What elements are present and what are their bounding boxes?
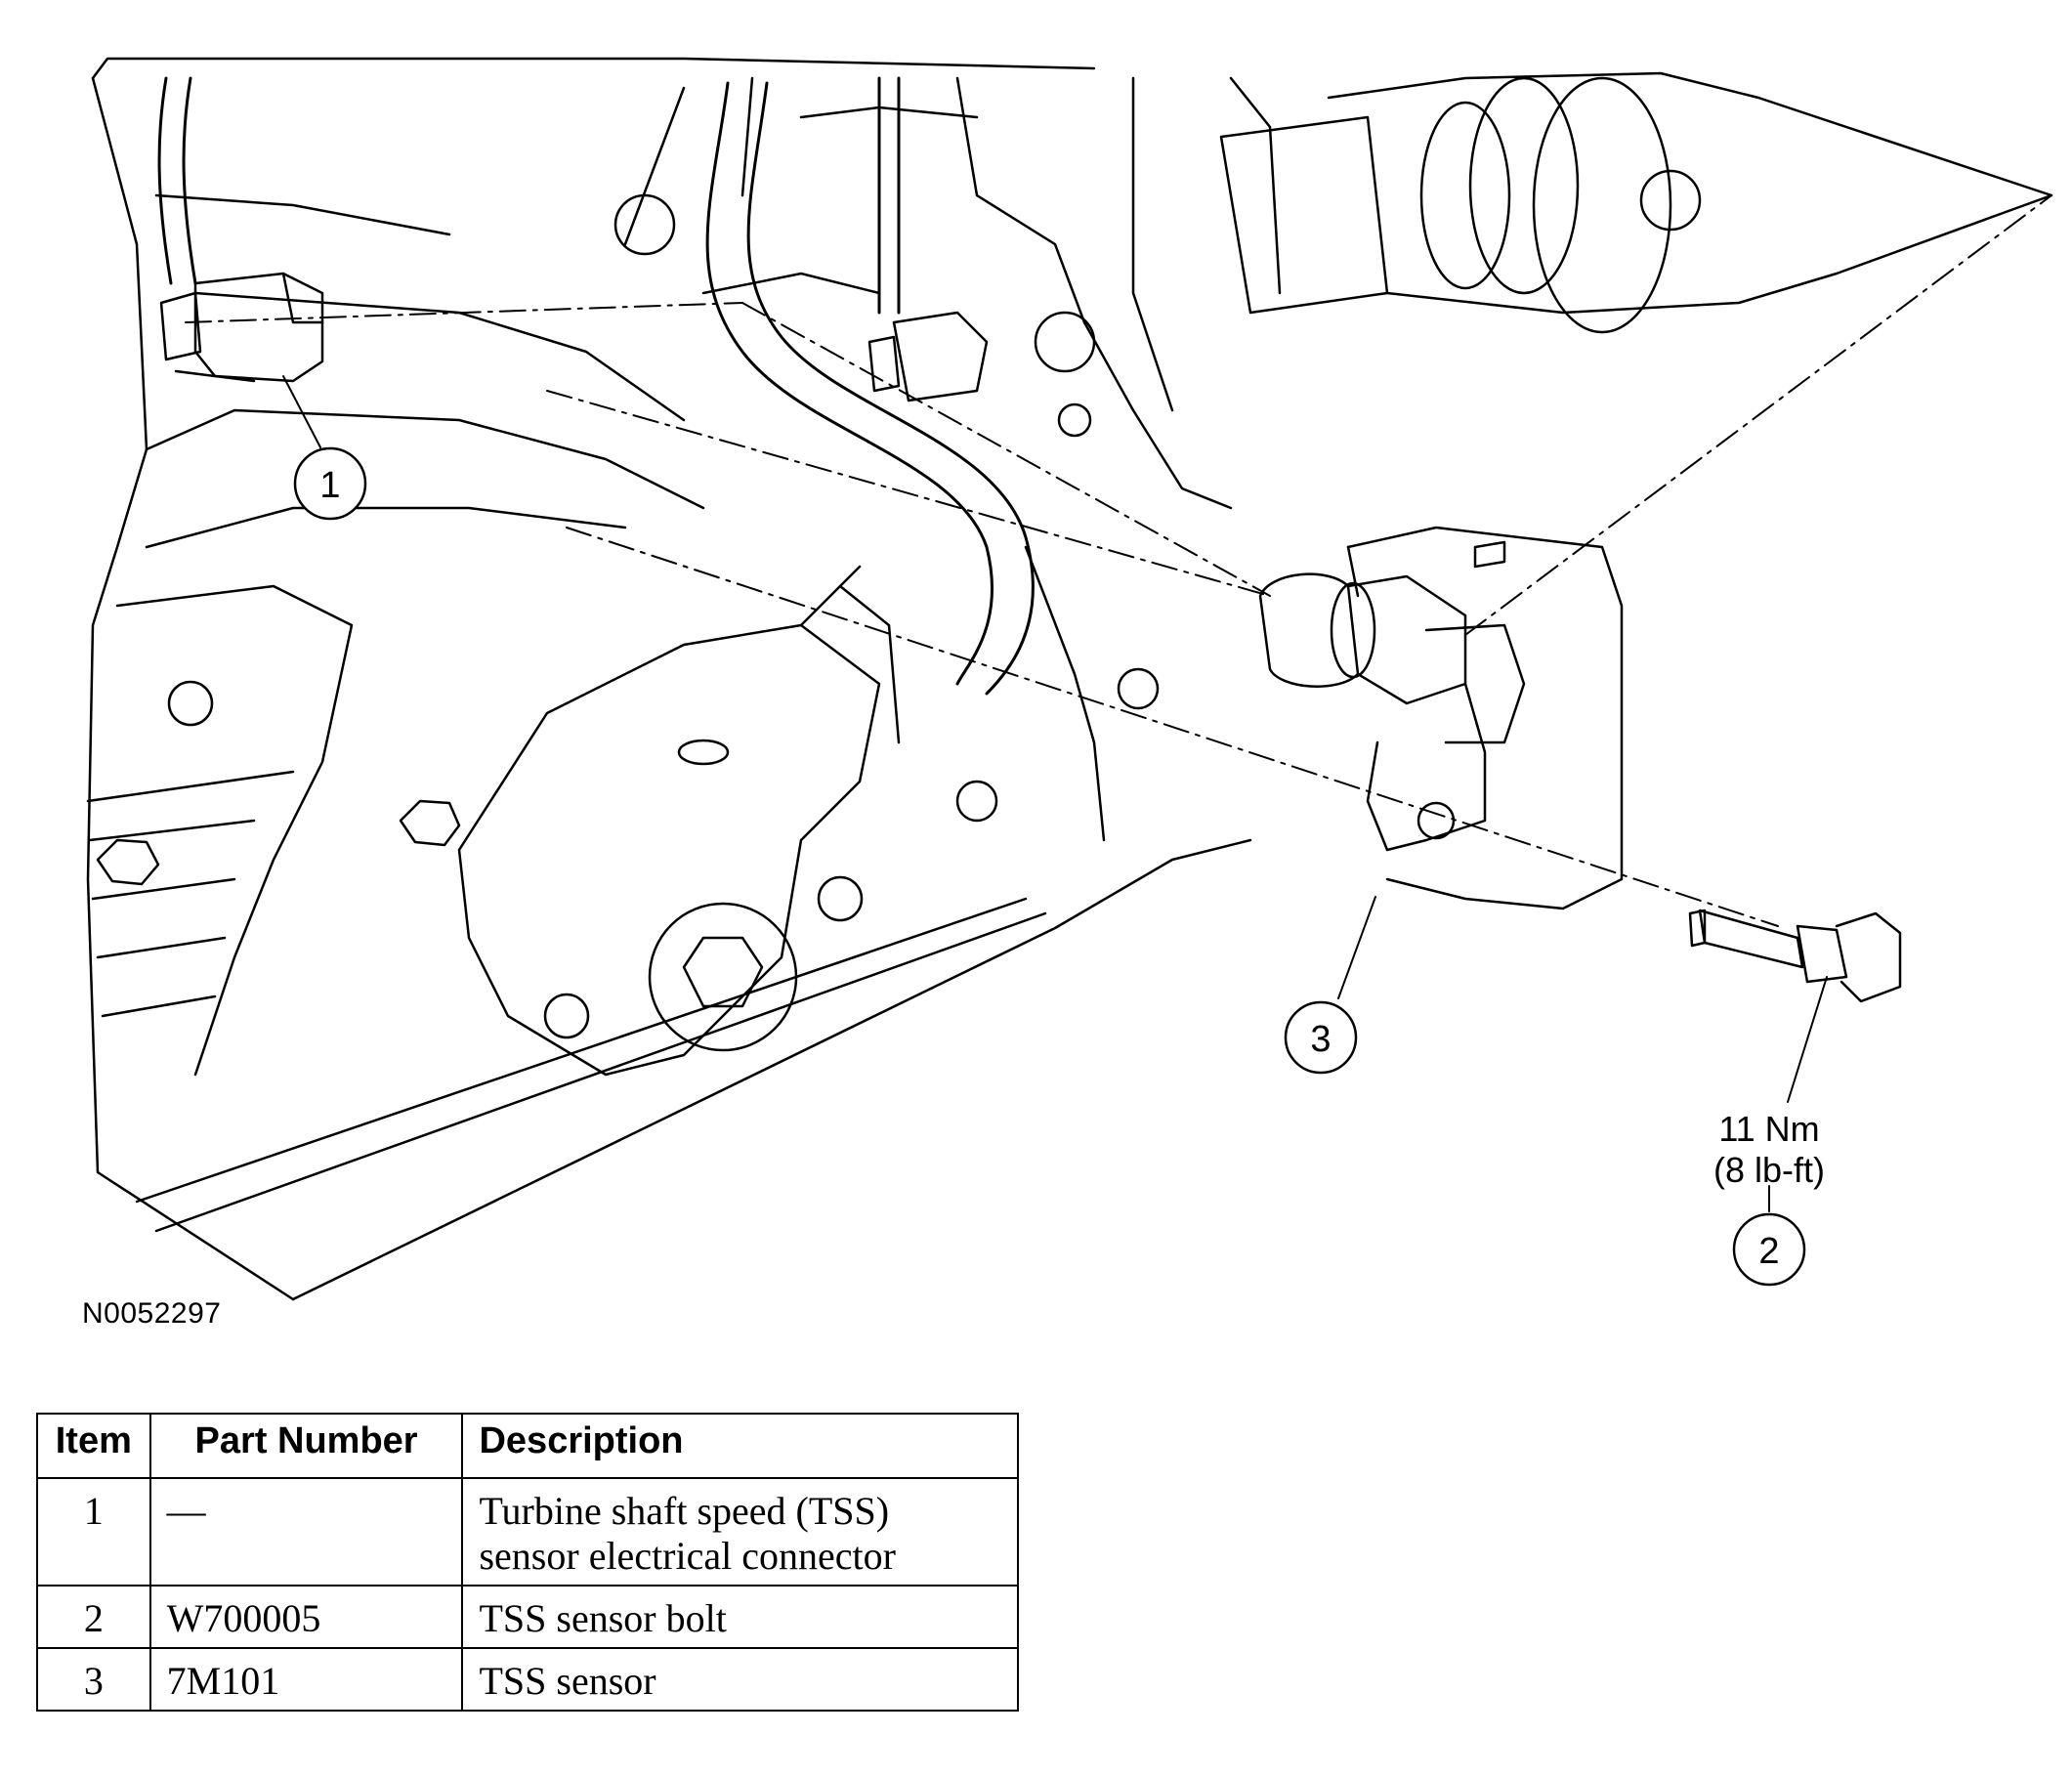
row-description: Turbine shaft speed (TSS) sensor electri… [461, 1477, 1019, 1587]
table-row: 2 W700005 TSS sensor bolt [36, 1585, 1019, 1649]
row-item: 1 [36, 1477, 151, 1587]
row-description-line: TSS sensor bolt [479, 1596, 727, 1640]
svg-text:1: 1 [319, 465, 340, 506]
row-part-number: — [148, 1477, 464, 1587]
torque-imperial: (8 lb-ft) [1713, 1150, 1825, 1190]
table-row: 3 7M101 TSS sensor [36, 1647, 1019, 1712]
tss-sensor-bolt [1688, 909, 1902, 1003]
case-bolts [96, 680, 461, 886]
row-description: TSS sensor bolt [461, 1585, 1019, 1649]
transmission-case [86, 57, 1282, 1301]
torque-metric: 11 Nm [1718, 1109, 1819, 1149]
tss-sensor [1258, 526, 1624, 910]
svg-text:3: 3 [1310, 1019, 1331, 1060]
row-item: 2 [36, 1585, 151, 1649]
header-part-number: Part Number [148, 1413, 464, 1479]
row-part-number: W700005 [148, 1585, 464, 1649]
callout-3: 3 [1284, 1000, 1358, 1075]
wiring-harness [157, 76, 1035, 696]
figure-id: N0052297 [82, 1297, 222, 1330]
header-description: Description [461, 1413, 1019, 1479]
transmission-illustration: 1 3 2 11 Nm (8 lb-ft) [86, 57, 2053, 1301]
callout-2: 2 [1732, 1212, 1806, 1287]
row-part-number: 7M101 [148, 1647, 464, 1712]
callout-1: 1 [293, 446, 367, 521]
parts-table: Item Part Number Description 1 — Turbine… [36, 1413, 1019, 1712]
svg-text:2: 2 [1758, 1231, 1779, 1272]
header-item: Item [36, 1413, 151, 1479]
row-description-line: sensor electrical connector [479, 1534, 896, 1578]
range-sensor [457, 565, 901, 1077]
row-description-line: TSS sensor [479, 1659, 656, 1703]
row-item: 3 [36, 1647, 151, 1712]
table-row: 1 — Turbine shaft speed (TSS) sensor ele… [36, 1477, 1019, 1587]
row-description-line: Turbine shaft speed (TSS) [479, 1489, 890, 1533]
callout-leaders [282, 375, 1828, 1212]
tss-electrical-connector [159, 272, 324, 383]
alignment-lines [185, 194, 2052, 927]
output-shaft-housing [1219, 71, 2053, 334]
table-header-row: Item Part Number Description [36, 1413, 1019, 1479]
harness-connector [867, 311, 989, 402]
row-description: TSS sensor [461, 1647, 1019, 1712]
